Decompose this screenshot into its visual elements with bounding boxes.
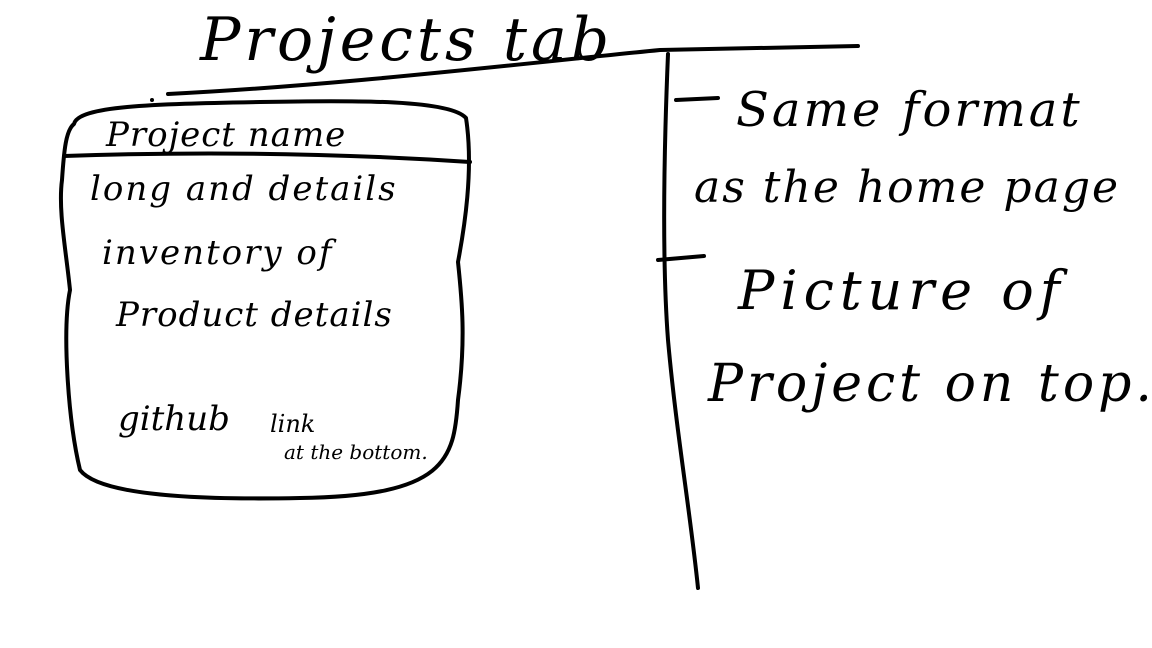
vertical-divider [662, 52, 700, 590]
note-connector-1 [674, 96, 720, 102]
stray-dot [150, 98, 154, 102]
project-description-line-1: long and details [90, 169, 398, 209]
github-link-note: link [270, 410, 316, 438]
project-name-label: Project name [106, 115, 347, 155]
card-header-divider [62, 151, 472, 164]
picture-note-line-2: Project on top. [708, 354, 1152, 414]
project-card-outline [58, 99, 471, 501]
picture-note-line-1: Picture of [738, 259, 1066, 322]
github-link-label: github [118, 399, 230, 439]
github-link-position-note: at the bottom. [284, 440, 428, 464]
project-description-line-2: inventory of [102, 233, 334, 273]
format-note-line-2: as the home page [694, 162, 1121, 213]
title-underline [166, 44, 860, 96]
format-note-line-1: Same format [736, 82, 1083, 138]
page-title: Projects tab [200, 5, 614, 75]
note-connector-2 [656, 254, 706, 262]
project-description-line-3: Product details [116, 295, 393, 335]
